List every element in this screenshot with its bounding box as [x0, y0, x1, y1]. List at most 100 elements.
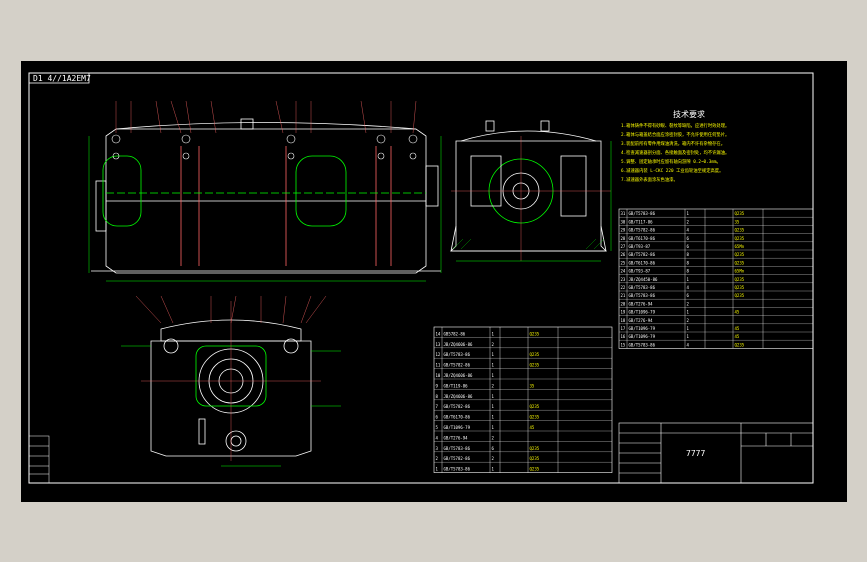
- front-view: [91, 118, 441, 274]
- bom-cell: GB/T5782-86: [444, 456, 471, 461]
- bom-cell: Q235: [735, 228, 745, 233]
- tech-req-line: 2.箱体与箱盖结合面应涂密封胶，不允许使用任何垫片。: [621, 131, 729, 138]
- bom-cell: 23: [621, 277, 626, 282]
- bom-cell: 11: [436, 363, 441, 368]
- bom-cell: GB/T276-94: [629, 301, 654, 306]
- bom-cell: GB/T1096-79: [629, 334, 656, 339]
- bom-cell: Q235: [530, 456, 540, 461]
- bom-cell: 8: [436, 394, 439, 399]
- bom-cell: 2: [687, 301, 690, 306]
- bom-cell: 35: [735, 219, 740, 224]
- bom-cell: 1: [492, 373, 495, 378]
- bom-cell: 1: [492, 363, 495, 368]
- bom-cell: 1: [436, 467, 439, 472]
- bom-cell: 1: [687, 326, 690, 331]
- tech-req-title: 技术要求: [673, 109, 705, 119]
- bom-cell: 1: [687, 211, 690, 216]
- tech-req-line: 6.减速器内装 L-CKC 220 工业齿轮油至规定高度。: [621, 167, 723, 174]
- title-block: [618, 422, 814, 484]
- bom-cell: 6: [687, 244, 690, 249]
- bom-cell: 2: [492, 456, 495, 461]
- bom-cell: GB/T276-94: [629, 318, 654, 323]
- bom-cell: 22: [621, 285, 626, 290]
- bom-cell: 15: [621, 342, 626, 347]
- bom-cell: Q235: [735, 277, 745, 282]
- side-view: [450, 120, 607, 252]
- name-plate-text: D1 4//1A2EM7: [33, 74, 91, 83]
- bom-cell: GB/T5783-86: [629, 293, 656, 298]
- bom-cell: 1: [687, 277, 690, 282]
- bom-cell: Q235: [530, 363, 540, 368]
- bom-cell: 4: [687, 285, 690, 290]
- bom-cell: 4: [436, 435, 439, 440]
- tech-req-line: 3.装配前所有零件用煤油清洗，箱内不许有杂物存在。: [621, 140, 725, 147]
- bom-cell: GB/T5782-86: [444, 404, 471, 409]
- bom-cell: 1: [687, 334, 690, 339]
- bom-cell: Q235: [735, 293, 745, 298]
- tech-req-line: 1.箱体铸件不得有砂眼、裂纹等缺陷，应进行时效处理。: [621, 122, 729, 129]
- bom-cell: Q235: [735, 252, 745, 257]
- bom-cell: GB/T5782-86: [629, 228, 656, 233]
- bom-cell: GB/T6170-86: [444, 415, 471, 420]
- tech-req-lines: 1.箱体铸件不得有砂眼、裂纹等缺陷，应进行时效处理。 2.箱体与箱盖结合面应涂密…: [621, 122, 729, 183]
- drawing-svg: D1 4//1A2EM7: [28, 72, 814, 484]
- bom-cell: 6: [687, 293, 690, 298]
- bom-cell: GB/T5783-86: [629, 285, 656, 290]
- bom-cell: 17: [621, 326, 626, 331]
- bom-cell: 19: [621, 310, 626, 315]
- tech-req-line: 7.减速器外表面涂灰色油漆。: [621, 176, 678, 183]
- bom-cell: 1: [492, 467, 495, 472]
- bom-cell: 27: [621, 244, 626, 249]
- tech-req-line: 4.检查减速器剖分面、各接触面及密封处，均不许漏油。: [621, 149, 729, 156]
- bom-cell: 30: [621, 219, 626, 224]
- bom-cell: 8: [687, 269, 690, 274]
- bom-cell: Q235: [530, 331, 540, 336]
- bom-cell: 8: [687, 252, 690, 257]
- bom-cell: 14: [436, 331, 441, 336]
- bom-cell: Q235: [735, 260, 745, 265]
- bom-cell: 65Mn: [735, 269, 745, 274]
- bom-cell: JB/ZQ4606-86: [444, 373, 473, 378]
- bom-cell: GB/T5783-86: [444, 446, 471, 451]
- cad-drawing-canvas[interactable]: D1 4//1A2EM7: [21, 61, 847, 502]
- bom-cell: Q235: [530, 404, 540, 409]
- bom-cell: 45: [735, 334, 740, 339]
- bom-cell: GB/T5782-86: [629, 252, 656, 257]
- bom-cell: 21: [621, 293, 626, 298]
- bom-cell: 2: [687, 318, 690, 323]
- bom-cell: 3: [436, 446, 439, 451]
- bom-cell: GB/T119-86: [444, 383, 469, 388]
- bom-cell: 13: [436, 342, 441, 347]
- bom-cell: JB/ZQ4606-86: [444, 342, 473, 347]
- bom-cell: 35: [530, 383, 535, 388]
- bom-cell: Q235: [530, 467, 540, 472]
- bom-cell: 8: [687, 260, 690, 265]
- bom-cell: Q235: [735, 285, 745, 290]
- bom-cell: 1: [492, 425, 495, 430]
- bom-cell: GB/T1096-79: [629, 326, 656, 331]
- bom-cell: 65Mn: [735, 244, 745, 249]
- bom-cell: 6: [436, 415, 439, 420]
- bom-cell: GB/T276-94: [444, 435, 469, 440]
- bom-cell: GB/T6170-86: [629, 236, 656, 241]
- bom-cell: GB/T93-87: [629, 269, 651, 274]
- bom-cell: GB/T5783-86: [629, 211, 656, 216]
- title-block-name: 7777: [686, 449, 705, 458]
- bom-cell: 2: [687, 219, 690, 224]
- bom-cell: 24: [621, 269, 626, 274]
- tech-req-line: 5.调整、固定轴承时应留有轴向游隙 0.2~0.3mm。: [621, 158, 721, 165]
- bom-cell: 16: [621, 334, 626, 339]
- bom-cell: 1: [492, 415, 495, 420]
- bom-cell: Q235: [530, 352, 540, 357]
- bom-cell: 1: [492, 394, 495, 399]
- bom-cell: GB/T5783-86: [444, 352, 471, 357]
- bom-cell: GB/T5782-86: [444, 363, 471, 368]
- bom-cell: 5: [436, 425, 439, 430]
- bom-cell: 2: [436, 456, 439, 461]
- bom-cell: 18: [621, 318, 626, 323]
- bom-cell: GB/T1096-79: [444, 425, 471, 430]
- bom-cell: 1: [492, 331, 495, 336]
- bom-cell: GB/T5783-86: [629, 342, 656, 347]
- bom-cell: 6: [492, 446, 495, 451]
